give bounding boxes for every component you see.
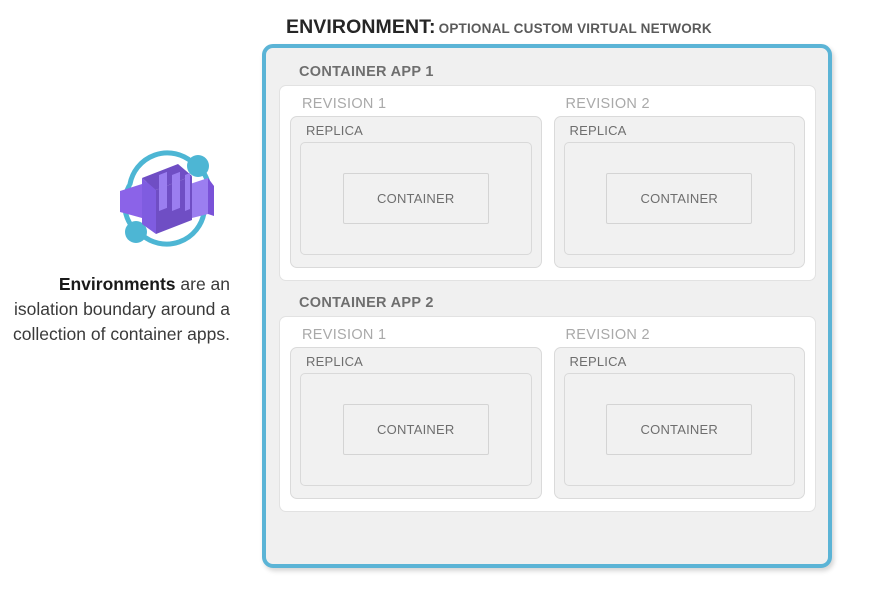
app2-rev2-replica-label: REPLICA xyxy=(569,354,627,369)
app1-rev2-container-label: CONTAINER xyxy=(640,191,718,206)
environment-header-title: ENVIRONMENT: xyxy=(286,16,436,38)
app2-rev1-replica-box: CONTAINER xyxy=(300,373,532,486)
app1-revision-2-group: REVISION 2 REPLICA CONTAINER xyxy=(553,95,805,270)
app2-revision-1-group: REVISION 1 REPLICA CONTAINER xyxy=(290,326,542,501)
caption-bold-lead: Environments xyxy=(58,274,176,294)
environment-header-subtitle: OPTIONAL CUSTOM VIRTUAL NETWORK xyxy=(438,21,712,36)
container-app-2-label: CONTAINER APP 2 xyxy=(299,295,434,311)
azure-container-apps-logo-icon xyxy=(112,146,222,252)
app1-rev1-container-label: CONTAINER xyxy=(377,191,455,206)
app1-rev1-container-box: CONTAINER xyxy=(342,173,489,224)
left-explanation-panel: Environments are an isolation boundary a… xyxy=(0,0,252,593)
environment-header: ENVIRONMENT:OPTIONAL CUSTOM VIRTUAL NETW… xyxy=(286,16,712,42)
app1-revision-1-box: REPLICA CONTAINER xyxy=(290,116,542,268)
app1-revision-2-label: REVISION 2 xyxy=(565,96,650,112)
app1-rev2-replica-box: CONTAINER xyxy=(563,142,795,255)
app2-revision-2-label: REVISION 2 xyxy=(565,327,650,343)
app1-rev2-replica-label: REPLICA xyxy=(569,123,627,138)
container-app-1-label: CONTAINER APP 1 xyxy=(299,64,434,80)
caption-text: Environments are an isolation boundary a… xyxy=(10,272,230,347)
app1-revision-1-group: REVISION 1 REPLICA CONTAINER xyxy=(290,95,542,270)
app2-rev1-replica-label: REPLICA xyxy=(306,354,364,369)
app1-revision-1-label: REVISION 1 xyxy=(302,96,387,112)
container-app-2-group: CONTAINER APP 2 REVISION 1 REPLICA CONTA… xyxy=(279,295,816,512)
app1-rev2-container-box: CONTAINER xyxy=(606,173,753,224)
app1-rev1-replica-label: REPLICA xyxy=(306,123,364,138)
app2-revision-2-box: REPLICA CONTAINER xyxy=(553,347,805,499)
app2-rev2-container-box: CONTAINER xyxy=(606,404,753,455)
app2-rev1-container-label: CONTAINER xyxy=(377,422,455,437)
container-app-1-group: CONTAINER APP 1 REVISION 1 REPLICA CONTA… xyxy=(279,64,816,281)
container-app-2-box: REVISION 1 REPLICA CONTAINER REVISION 2 … xyxy=(279,316,816,512)
environment-boundary-box: CONTAINER APP 1 REVISION 1 REPLICA CONTA… xyxy=(262,44,832,568)
container-app-1-box: REVISION 1 REPLICA CONTAINER REVISION 2 … xyxy=(279,85,816,281)
app2-revision-2-group: REVISION 2 REPLICA CONTAINER xyxy=(553,326,805,501)
app2-revision-1-label: REVISION 1 xyxy=(302,327,387,343)
app2-rev1-container-box: CONTAINER xyxy=(342,404,489,455)
app2-rev2-container-label: CONTAINER xyxy=(640,422,718,437)
app2-revision-1-box: REPLICA CONTAINER xyxy=(290,347,542,499)
app2-rev2-replica-box: CONTAINER xyxy=(563,373,795,486)
app1-revision-2-box: REPLICA CONTAINER xyxy=(553,116,805,268)
app1-rev1-replica-box: CONTAINER xyxy=(300,142,532,255)
caption-rest: are an isolation boundary around a colle… xyxy=(13,274,230,344)
